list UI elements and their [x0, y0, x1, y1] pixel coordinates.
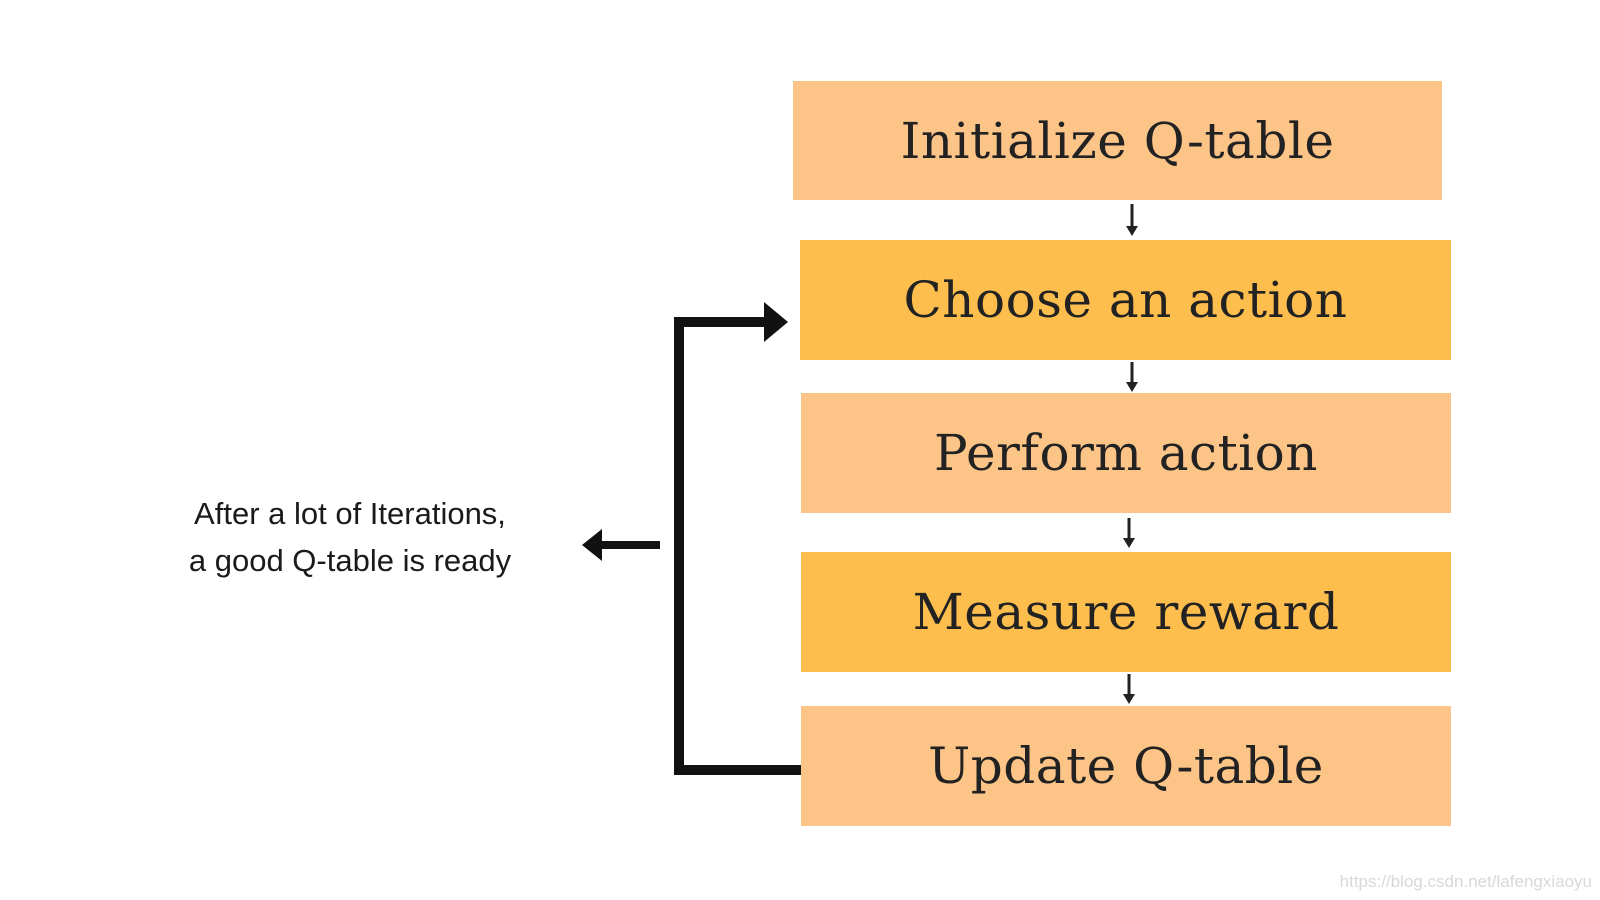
step-label: Measure reward [912, 583, 1340, 641]
completion-note: After a lot of Iterations, a good Q-tabl… [150, 490, 550, 584]
step-arrow-4-5 [1123, 674, 1135, 704]
step-label: Update Q-table [928, 737, 1324, 795]
step-arrow-2-3 [1126, 362, 1138, 392]
step-label: Choose an action [903, 271, 1348, 329]
note-line-2: a good Q-table is ready [188, 543, 512, 578]
step-arrow-1-2 [1126, 204, 1138, 236]
step-perform-action: Perform action [801, 393, 1451, 513]
note-line-1: After a lot of Iterations, [194, 496, 506, 531]
loop-back-arrow [674, 302, 801, 775]
step-arrow-3-4 [1123, 518, 1135, 548]
step-label: Perform action [934, 424, 1318, 482]
step-choose-action: Choose an action [800, 240, 1451, 360]
step-initialize-q-table: Initialize Q-table [793, 81, 1442, 200]
step-label: Initialize Q-table [900, 111, 1335, 170]
exit-arrow [582, 529, 660, 561]
step-measure-reward: Measure reward [801, 552, 1451, 672]
step-update-q-table: Update Q-table [801, 706, 1451, 826]
watermark: https://blog.csdn.net/lafengxiaoyu [1339, 872, 1592, 891]
